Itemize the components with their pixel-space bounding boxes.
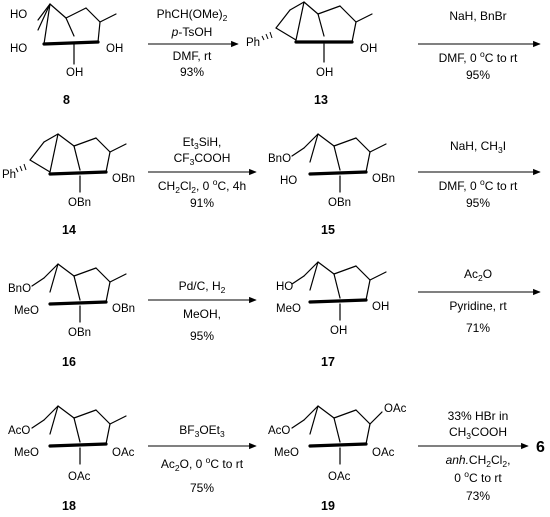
atom-ho-top: HO: [276, 281, 293, 293]
reagent-6: Ac2O: [464, 267, 492, 283]
atom-ho-left: HO: [10, 43, 27, 55]
reagent-1b: p-TsOH: [171, 25, 213, 39]
compound-19: AcO MeO OAc OAc OAc 19: [268, 403, 407, 513]
compound-13: Ph OH OH 13: [246, 1, 377, 107]
reaction-arrow-1: PhCH(OMe)2 p-TsOH DMF, rt 93%: [148, 7, 239, 79]
yield-4: 95%: [466, 196, 490, 210]
compound-8: HO HO OH OH 8: [10, 3, 123, 107]
atom-oac-anomeric: OAc: [384, 403, 407, 415]
atom-oac-bottom: OAc: [328, 471, 351, 483]
compound-label-15: 15: [321, 223, 335, 237]
atom-bno: BnO: [8, 283, 31, 295]
compound-label-14: 14: [62, 223, 76, 237]
atom-meo: MeO: [276, 303, 301, 315]
atom-oh-bottom: OH: [316, 67, 333, 79]
compound-label-17: 17: [321, 355, 335, 369]
condition-4: DMF, 0 oC to rt: [439, 177, 518, 193]
yield-8: 73%: [466, 489, 490, 503]
reaction-arrow-6: Ac2O Pyridine, rt 71%: [418, 267, 541, 335]
reaction-arrow-8: 33% HBr in CH3COOH anh.CH2Cl2, 0 oC to r…: [418, 409, 529, 503]
yield-5: 95%: [190, 329, 214, 343]
atom-aco: AcO: [268, 425, 290, 437]
compound-16: BnO MeO OBn OBn 16: [8, 263, 135, 369]
atom-obn-bottom: OBn: [68, 327, 91, 339]
yield-2: 95%: [466, 68, 490, 82]
reaction-arrow-2: NaH, BnBr DMF, 0 oC to rt 95%: [418, 9, 541, 82]
atom-obn-right: OBn: [112, 303, 135, 315]
condition-3: CH2Cl2, 0 oC, 4h: [158, 177, 246, 195]
condition-8a: anh.CH2Cl2,: [446, 453, 511, 469]
atom-oh-right: OH: [106, 43, 123, 55]
reagent-7: BF3OEt3: [179, 423, 225, 439]
reagent-2: NaH, BnBr: [449, 9, 506, 23]
reagent-3b: CF3COOH: [174, 151, 231, 167]
reagent-8b: CH3COOH: [449, 425, 507, 441]
reaction-arrow-7: BF3OEt3 Ac2O, 0 oC to rt 75%: [148, 423, 257, 495]
condition-6: Pyridine, rt: [449, 299, 507, 313]
atom-ho-top: HO: [10, 9, 27, 21]
atom-oac-right: OAc: [112, 447, 135, 459]
atom-ho-left: HO: [280, 175, 297, 187]
atom-ph: Ph: [246, 37, 260, 49]
atom-ph: Ph: [2, 169, 16, 181]
reagent-8a: 33% HBr in: [448, 409, 509, 423]
atom-bno: BnO: [268, 153, 291, 165]
atom-obn-bottom: OBn: [68, 197, 91, 209]
condition-7: Ac2O, 0 oC to rt: [161, 455, 244, 473]
reagent-1a: PhCH(OMe)2: [157, 7, 228, 23]
atom-oac-bottom: OAc: [68, 471, 91, 483]
atom-oh-right: OH: [372, 301, 389, 313]
compound-label-18: 18: [62, 499, 76, 513]
atom-aco: AcO: [8, 425, 30, 437]
compound-label-19: 19: [321, 499, 335, 513]
reaction-arrow-4: NaH, CH3I DMF, 0 oC to rt 95%: [418, 139, 541, 210]
product-label-6: 6: [536, 439, 545, 456]
yield-6: 71%: [466, 321, 490, 335]
reagent-5: Pd/C, H2: [179, 279, 226, 295]
reaction-arrow-5: Pd/C, H2 MeOH, 95%: [148, 279, 257, 343]
atom-oh-bottom: OH: [66, 67, 83, 79]
compound-17: HO MeO OH OH 17: [276, 261, 389, 369]
atom-meo: MeO: [274, 447, 299, 459]
atom-oac-right: OAc: [372, 447, 395, 459]
compound-label-16: 16: [62, 355, 76, 369]
atom-oh-bottom: OH: [330, 325, 347, 337]
atom-obn-bottom: OBn: [328, 197, 351, 209]
atom-oh-right: OH: [360, 43, 377, 55]
compound-15: BnO HO OBn OBn 15: [268, 133, 395, 237]
condition-8b: 0 oC to rt: [454, 469, 502, 485]
condition-2: DMF, 0 oC to rt: [439, 49, 518, 65]
compound-label-13: 13: [314, 93, 328, 107]
compound-label-8: 8: [63, 93, 70, 107]
compound-14: Ph OBn OBn 14: [2, 133, 135, 237]
condition-1a: DMF, rt: [173, 49, 212, 63]
yield-7: 75%: [190, 481, 214, 495]
atom-obn-right: OBn: [112, 173, 135, 185]
yield-3: 91%: [190, 196, 214, 210]
atom-meo: MeO: [14, 447, 39, 459]
atom-meo: MeO: [14, 305, 39, 317]
yield-1: 93%: [180, 65, 204, 79]
reagent-4: NaH, CH3I: [450, 139, 506, 155]
reagent-3a: Et3SiH,: [183, 135, 222, 151]
compound-18: AcO MeO OAc OAc 18: [8, 405, 135, 513]
atom-obn-right: OBn: [372, 173, 395, 185]
reaction-arrow-3: Et3SiH, CF3COOH CH2Cl2, 0 oC, 4h 91%: [148, 135, 257, 210]
condition-5: MeOH,: [183, 307, 221, 321]
